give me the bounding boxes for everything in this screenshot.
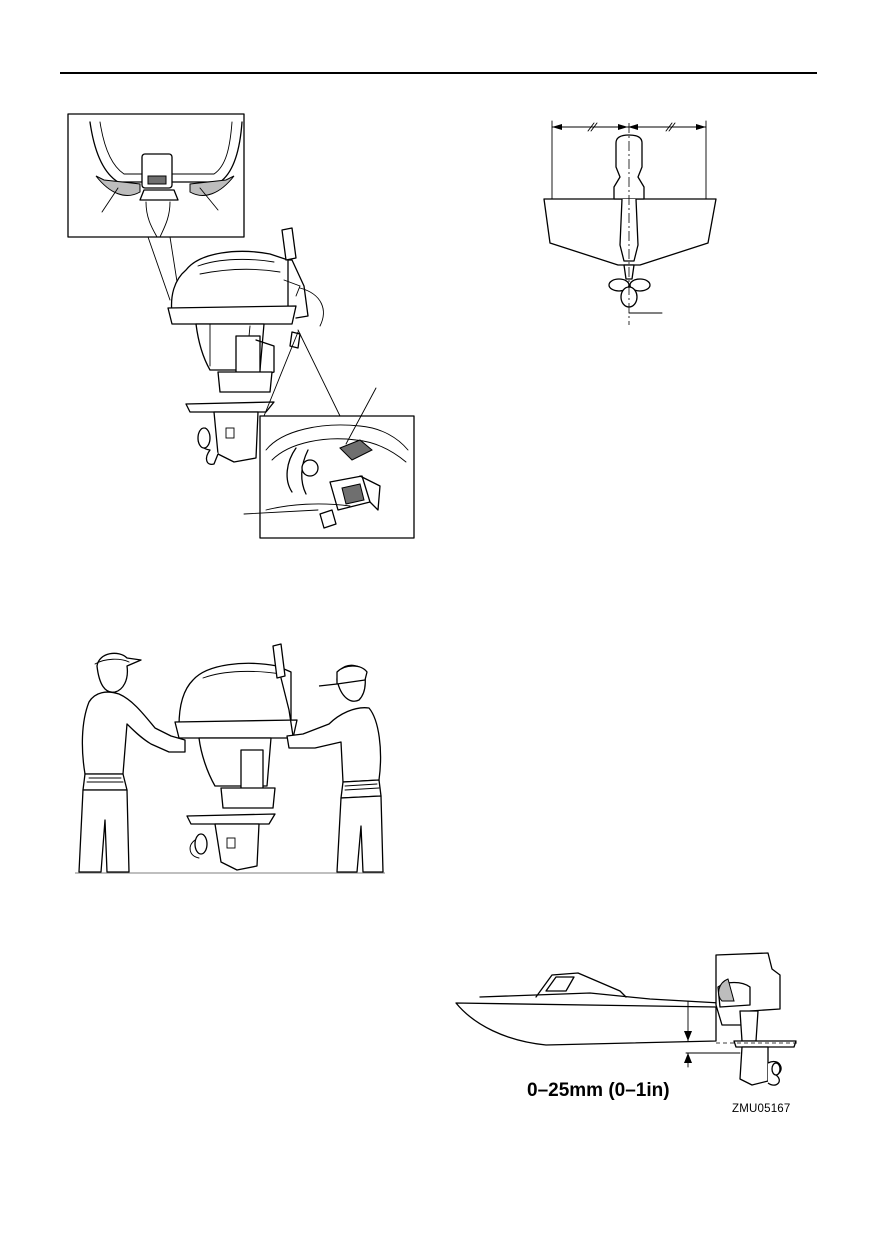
mechanic-left [78,652,186,873]
boat-hull [455,1002,717,1046]
outboard-motor-lifted [174,643,298,871]
outboard-motor-transom [715,952,797,1086]
figure-code: ZMU05167 [732,1103,791,1115]
boat-cabin [535,972,627,998]
figure-lifting-motor [75,643,385,874]
figure-motor-callouts [67,113,415,539]
clearance-label: 0–25mm (0–1in) [527,1080,670,1101]
detail-box-cowling-latches [67,113,245,238]
header-rule [60,72,817,74]
figure-transom-centering [543,120,717,325]
mechanic-right [286,664,384,873]
outboard-motor [167,227,324,465]
figure-boat-clearance [455,952,800,1086]
detail-box-fuel-connector [243,387,415,539]
